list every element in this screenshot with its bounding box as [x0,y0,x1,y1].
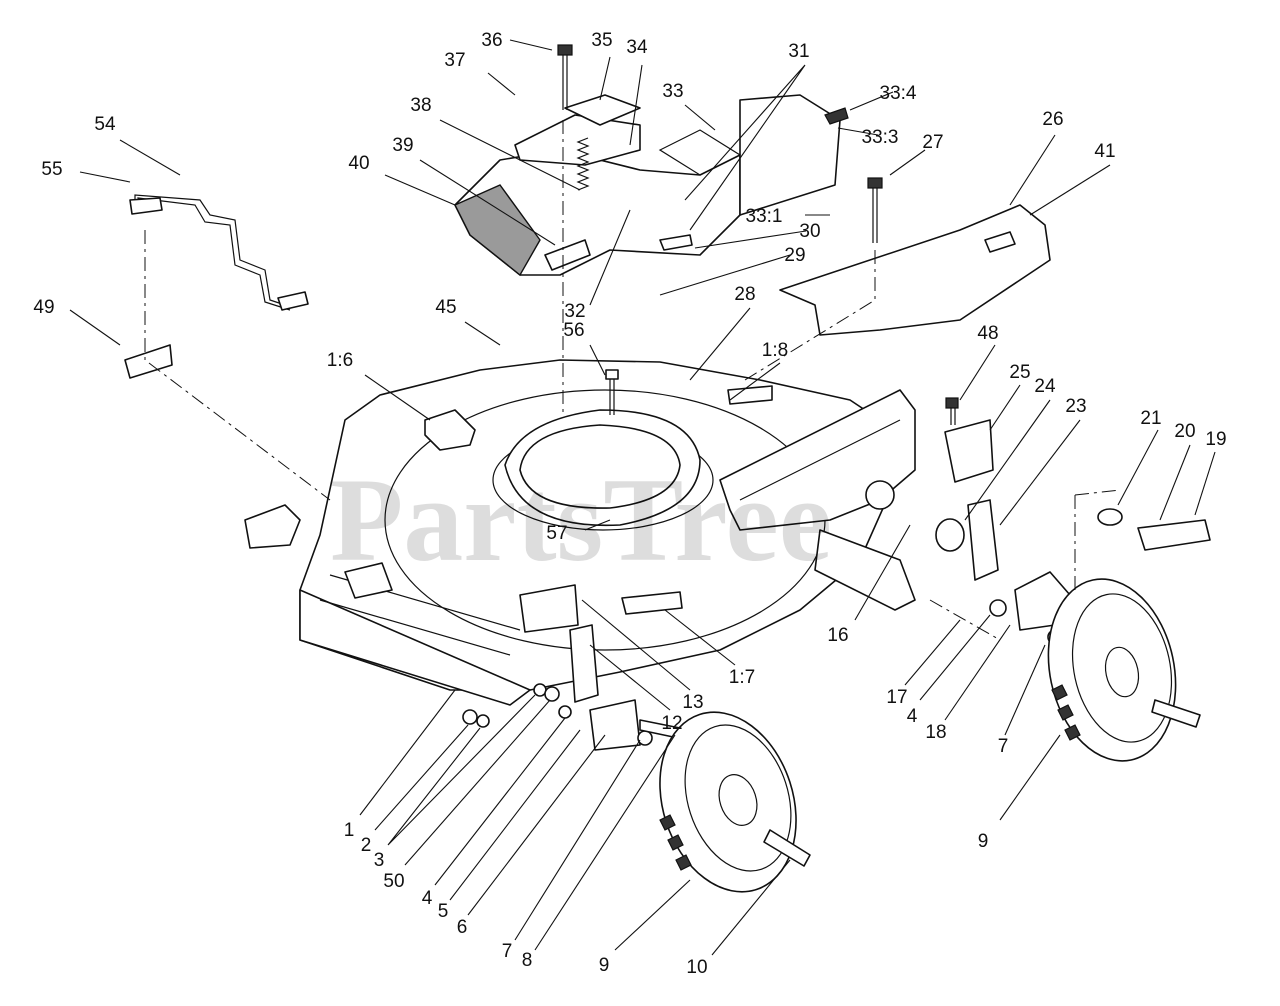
callout-label: 32 [564,301,585,322]
bail-handle [134,194,291,311]
callout-label: 48 [977,323,998,344]
assembly-lines [144,120,1121,641]
callout-label: 4 [907,706,918,727]
callout-label: 1 [344,820,355,841]
height-plate-23 [967,499,999,581]
watermark: PartsTree [330,453,832,586]
callout-label: 49 [33,297,54,318]
callout-label: 33:1 [746,206,783,227]
callout-label: 1:6 [327,350,353,371]
callout-label: 20 [1174,421,1195,442]
callout-label: 13 [682,692,703,713]
callout-label: 21 [1140,408,1161,429]
rear-cover [779,204,1051,336]
decal-1-7 [621,591,683,615]
decal-1-8 [727,385,773,405]
callout-label: 9 [599,955,610,976]
callout-label: 10 [686,957,707,978]
callout-label: 3 [374,850,385,871]
callout-label: 29 [784,245,805,266]
height-plate-25 [944,419,994,483]
bolts [557,44,959,425]
front-bracket [244,504,301,549]
callout-label: 28 [734,284,755,305]
mulch-plate [814,529,916,611]
callout-label: 5 [438,901,449,922]
callout-label: 4 [422,888,433,909]
callout-label: 31 [788,41,809,62]
callout-label: 1:7 [729,667,755,688]
callout-label: 17 [886,687,907,708]
height-plate-13 [519,584,579,633]
callout-label: 2 [361,835,372,856]
spring [576,137,590,191]
callout-label: 24 [1034,376,1056,397]
callout-label: 56 [563,320,584,341]
callout-label: 9 [978,831,989,852]
callout-label: 23 [1065,396,1086,417]
callout-label: 41 [1094,141,1115,162]
decal-1-6 [424,409,476,451]
callout-label: 7 [998,736,1009,757]
bracket-49 [124,344,173,379]
callout-label: 8 [522,950,533,971]
callout-label: 45 [435,297,456,318]
height-plate-12 [569,624,599,703]
callout-label: 38 [410,95,431,116]
axle-20 [1137,519,1211,551]
callout-label: 26 [1042,109,1063,130]
callout-label: 35 [591,30,612,51]
callout-label: 34 [626,37,648,58]
callout-label: 57 [546,523,567,544]
callout-label: 30 [799,221,820,242]
callout-label: 54 [94,114,116,135]
callout-label: 25 [1009,362,1030,383]
callout-label: 33 [662,81,683,102]
rear-wheel [1047,578,1201,762]
callout-label: 36 [481,30,502,51]
callout-label: 33:3 [862,127,899,148]
callout-label: 50 [383,871,404,892]
callout-label: 37 [444,50,465,71]
callout-label: 1:8 [762,340,788,361]
callout-label: 27 [922,132,943,153]
callout-label: 6 [457,917,468,938]
callout-label: 16 [827,625,848,646]
leader-lines [69,39,1216,956]
front-wheel [659,711,811,893]
decal-41 [984,231,1016,253]
callout-label: 12 [661,713,682,734]
callout-label: 39 [392,135,413,156]
callout-label: 19 [1205,429,1226,450]
callout-label: 55 [41,159,62,180]
callout-label: 7 [502,941,513,962]
callout-label: 18 [925,722,946,743]
mower-deck [299,359,916,706]
callout-label: 33:4 [880,83,917,104]
callout-label: 40 [348,153,369,174]
